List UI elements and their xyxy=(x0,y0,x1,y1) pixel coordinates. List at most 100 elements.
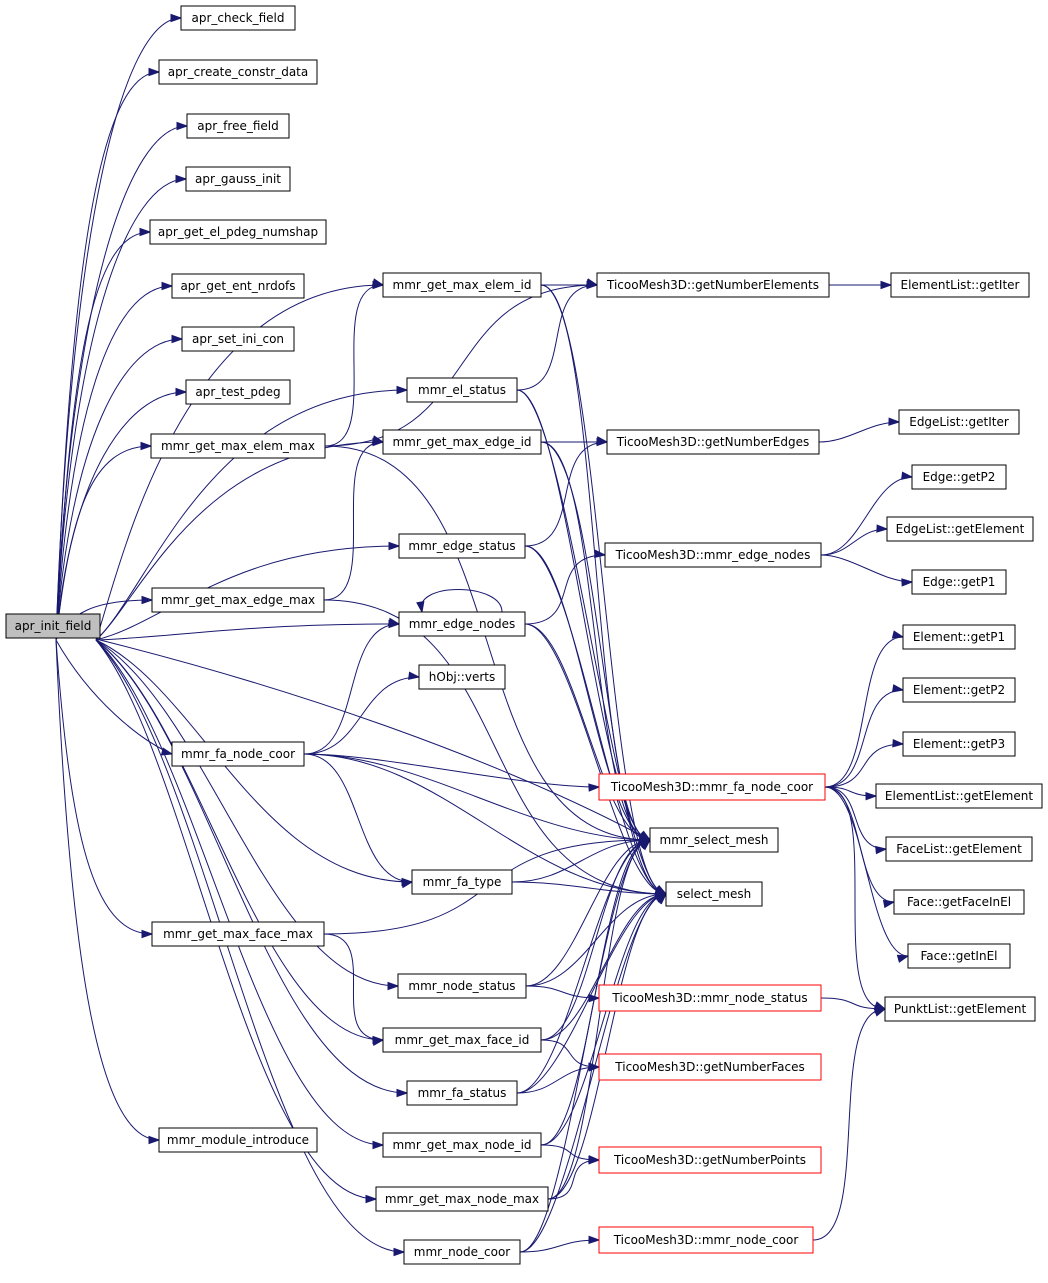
edge-n0-to-n25 xyxy=(95,639,378,1204)
node-label: mmr_select_mesh xyxy=(660,833,769,847)
edge-arrowhead xyxy=(901,578,914,587)
node-mmr-select-mesh[interactable]: mmr_select_mesh xyxy=(649,827,779,853)
node-label: PunktList::getElement xyxy=(894,1002,1027,1016)
edge-line xyxy=(511,881,667,895)
node-mmr-el-status[interactable]: mmr_el_status xyxy=(406,377,518,403)
node-elementlist-getiter[interactable]: ElementList::getIter xyxy=(890,272,1030,298)
edge-arrowhead xyxy=(387,617,401,626)
node-select-mesh[interactable]: select_mesh xyxy=(665,881,763,907)
node-apr-set-ini-con[interactable]: apr_set_ini_con xyxy=(181,326,295,352)
node-apr-check-field[interactable]: apr_check_field xyxy=(180,5,296,31)
node-elementlist-getelement[interactable]: ElementList::getElement xyxy=(875,783,1043,809)
node-box xyxy=(902,624,1016,650)
node-edgelist-getiter[interactable]: EdgeList::getIter xyxy=(898,409,1020,435)
node-label: TicooMesh3D::getNumberEdges xyxy=(616,435,810,449)
edge-line xyxy=(519,839,651,1253)
edge-line xyxy=(95,639,413,883)
node-box xyxy=(665,881,763,907)
edge-line xyxy=(516,389,667,895)
node-apr-init-field[interactable]: apr_init_field xyxy=(5,613,101,639)
node-face-getinel[interactable]: Face::getInEl xyxy=(907,943,1011,969)
node-mmr-get-max-face-max[interactable]: mmr_get_max_face_max xyxy=(151,921,325,947)
edge-line xyxy=(525,985,600,999)
edge-line xyxy=(818,421,900,443)
edge-line xyxy=(511,839,651,883)
node-box xyxy=(397,973,527,999)
node-label: mmr_el_status xyxy=(418,383,506,397)
node-mmr-node-coor[interactable]: mmr_node_coor xyxy=(403,1239,521,1265)
node-mmr-fa-node-coor[interactable]: mmr_fa_node_coor xyxy=(171,741,305,767)
edge-n25-to-n31 xyxy=(547,831,652,1200)
node-box xyxy=(186,113,290,139)
node-apr-create-constr-data[interactable]: apr_create_constr_data xyxy=(158,59,318,85)
node-box xyxy=(158,59,318,85)
edge-arrowhead xyxy=(396,385,409,395)
node-element-getp3[interactable]: Element::getP3 xyxy=(902,731,1016,757)
node-ticoomesh3d-getnumberfaces[interactable]: TicooMesh3D::getNumberFaces xyxy=(598,1053,822,1081)
node-mmr-node-status[interactable]: mmr_node_status xyxy=(397,973,527,999)
node-ticoomesh3d-mmr-edge-nodes[interactable]: TicooMesh3D::mmr_edge_nodes xyxy=(604,542,822,568)
edge-arrowhead xyxy=(896,954,910,963)
edge-arrowhead xyxy=(873,1001,887,1010)
node-label: mmr_fa_node_coor xyxy=(181,747,295,761)
node-mmr-module-introduce[interactable]: mmr_module_introduce xyxy=(158,1127,318,1153)
node-mmr-fa-status[interactable]: mmr_fa_status xyxy=(406,1080,518,1106)
node-ticoomesh3d-mmr-node-status[interactable]: TicooMesh3D::mmr_node_status xyxy=(598,984,822,1012)
node-mmr-get-max-elem-id[interactable]: mmr_get_max_elem_id xyxy=(382,272,542,298)
edge-arrowhead xyxy=(141,595,154,605)
node-mmr-edge-status[interactable]: mmr_edge_status xyxy=(398,533,526,559)
node-box xyxy=(411,869,513,895)
node-label: Element::getP1 xyxy=(913,630,1005,644)
edge-line xyxy=(524,554,606,625)
node-ticoomesh3d-getnumberpoints[interactable]: TicooMesh3D::getNumberPoints xyxy=(598,1146,822,1174)
node-element-getp1[interactable]: Element::getP1 xyxy=(902,624,1016,650)
node-apr-get-ent-nrdofs[interactable]: apr_get_ent_nrdofs xyxy=(171,273,305,299)
node-mmr-get-max-face-id[interactable]: mmr_get_max_face_id xyxy=(382,1027,542,1053)
node-label: EdgeList::getElement xyxy=(896,522,1025,536)
node-box xyxy=(151,921,325,947)
node-edge-getp2[interactable]: Edge::getP2 xyxy=(911,464,1007,490)
node-box xyxy=(398,611,526,637)
node-edgelist-getelement[interactable]: EdgeList::getElement xyxy=(886,516,1034,542)
node-label: Element::getP2 xyxy=(913,683,1005,697)
node-apr-get-el-pdeg-numshap[interactable]: apr_get_el_pdeg_numshap xyxy=(149,219,327,245)
node-mmr-fa-type[interactable]: mmr_fa_type xyxy=(411,869,513,895)
node-ticoomesh3d-mmr-node-coor[interactable]: TicooMesh3D::mmr_node_coor xyxy=(598,1226,814,1254)
node-face-getfaceinel[interactable]: Face::getFaceInEl xyxy=(893,889,1025,915)
edge-line xyxy=(824,743,904,788)
edge-arrowhead xyxy=(891,630,905,639)
edge-n29-to-n39 xyxy=(820,471,914,556)
node-apr-test-pdeg[interactable]: apr_test_pdeg xyxy=(185,379,291,405)
node-mmr-get-max-node-max[interactable]: mmr_get_max_node_max xyxy=(375,1186,549,1212)
node-ticoomesh3d-getnumberedges[interactable]: TicooMesh3D::getNumberEdges xyxy=(606,429,820,455)
edge-line xyxy=(95,639,399,987)
edge-n9-to-n14 xyxy=(324,278,385,447)
node-mmr-get-max-node-id[interactable]: mmr_get_max_node_id xyxy=(382,1132,542,1158)
node-label: TicooMesh3D::getNumberElements xyxy=(606,278,819,292)
node-label: FaceList::getElement xyxy=(896,842,1022,856)
edge-line xyxy=(524,623,651,841)
edge-n36-to-n49 xyxy=(812,1001,887,1241)
node-apr-gauss-init[interactable]: apr_gauss_init xyxy=(185,166,291,192)
node-box xyxy=(898,409,1020,435)
node-mmr-edge-nodes[interactable]: mmr_edge_nodes xyxy=(398,611,526,637)
node-punktlist-getelement[interactable]: PunktList::getElement xyxy=(884,996,1036,1022)
edge-n23-to-n34 xyxy=(516,1062,601,1094)
node-box xyxy=(149,219,327,245)
edge-arrowhead xyxy=(588,1155,601,1164)
node-ticoomesh3d-mmr-fa-node-coor[interactable]: TicooMesh3D::mmr_fa_node_coor xyxy=(598,773,826,801)
node-hobj-verts[interactable]: hObj::verts xyxy=(418,664,506,690)
node-mmr-get-max-elem-max[interactable]: mmr_get_max_elem_max xyxy=(150,433,326,459)
edge-line xyxy=(55,338,183,641)
edge-line xyxy=(824,786,887,850)
node-mmr-get-max-edge-max[interactable]: mmr_get_max_edge_max xyxy=(151,587,325,613)
node-facelist-getelement[interactable]: FaceList::getElement xyxy=(885,836,1033,862)
node-ticoomesh3d-getnumberelements[interactable]: TicooMesh3D::getNumberElements xyxy=(596,272,830,298)
node-label: mmr_get_max_edge_id xyxy=(392,435,531,449)
node-mmr-get-max-edge-id[interactable]: mmr_get_max_edge_id xyxy=(382,429,542,455)
node-edge-getp1[interactable]: Edge::getP1 xyxy=(911,569,1007,595)
node-element-getp2[interactable]: Element::getP2 xyxy=(902,677,1016,703)
edge-arrowhead xyxy=(372,1140,385,1150)
edge-arrowhead xyxy=(170,13,183,23)
node-apr-free-field[interactable]: apr_free_field xyxy=(186,113,290,139)
